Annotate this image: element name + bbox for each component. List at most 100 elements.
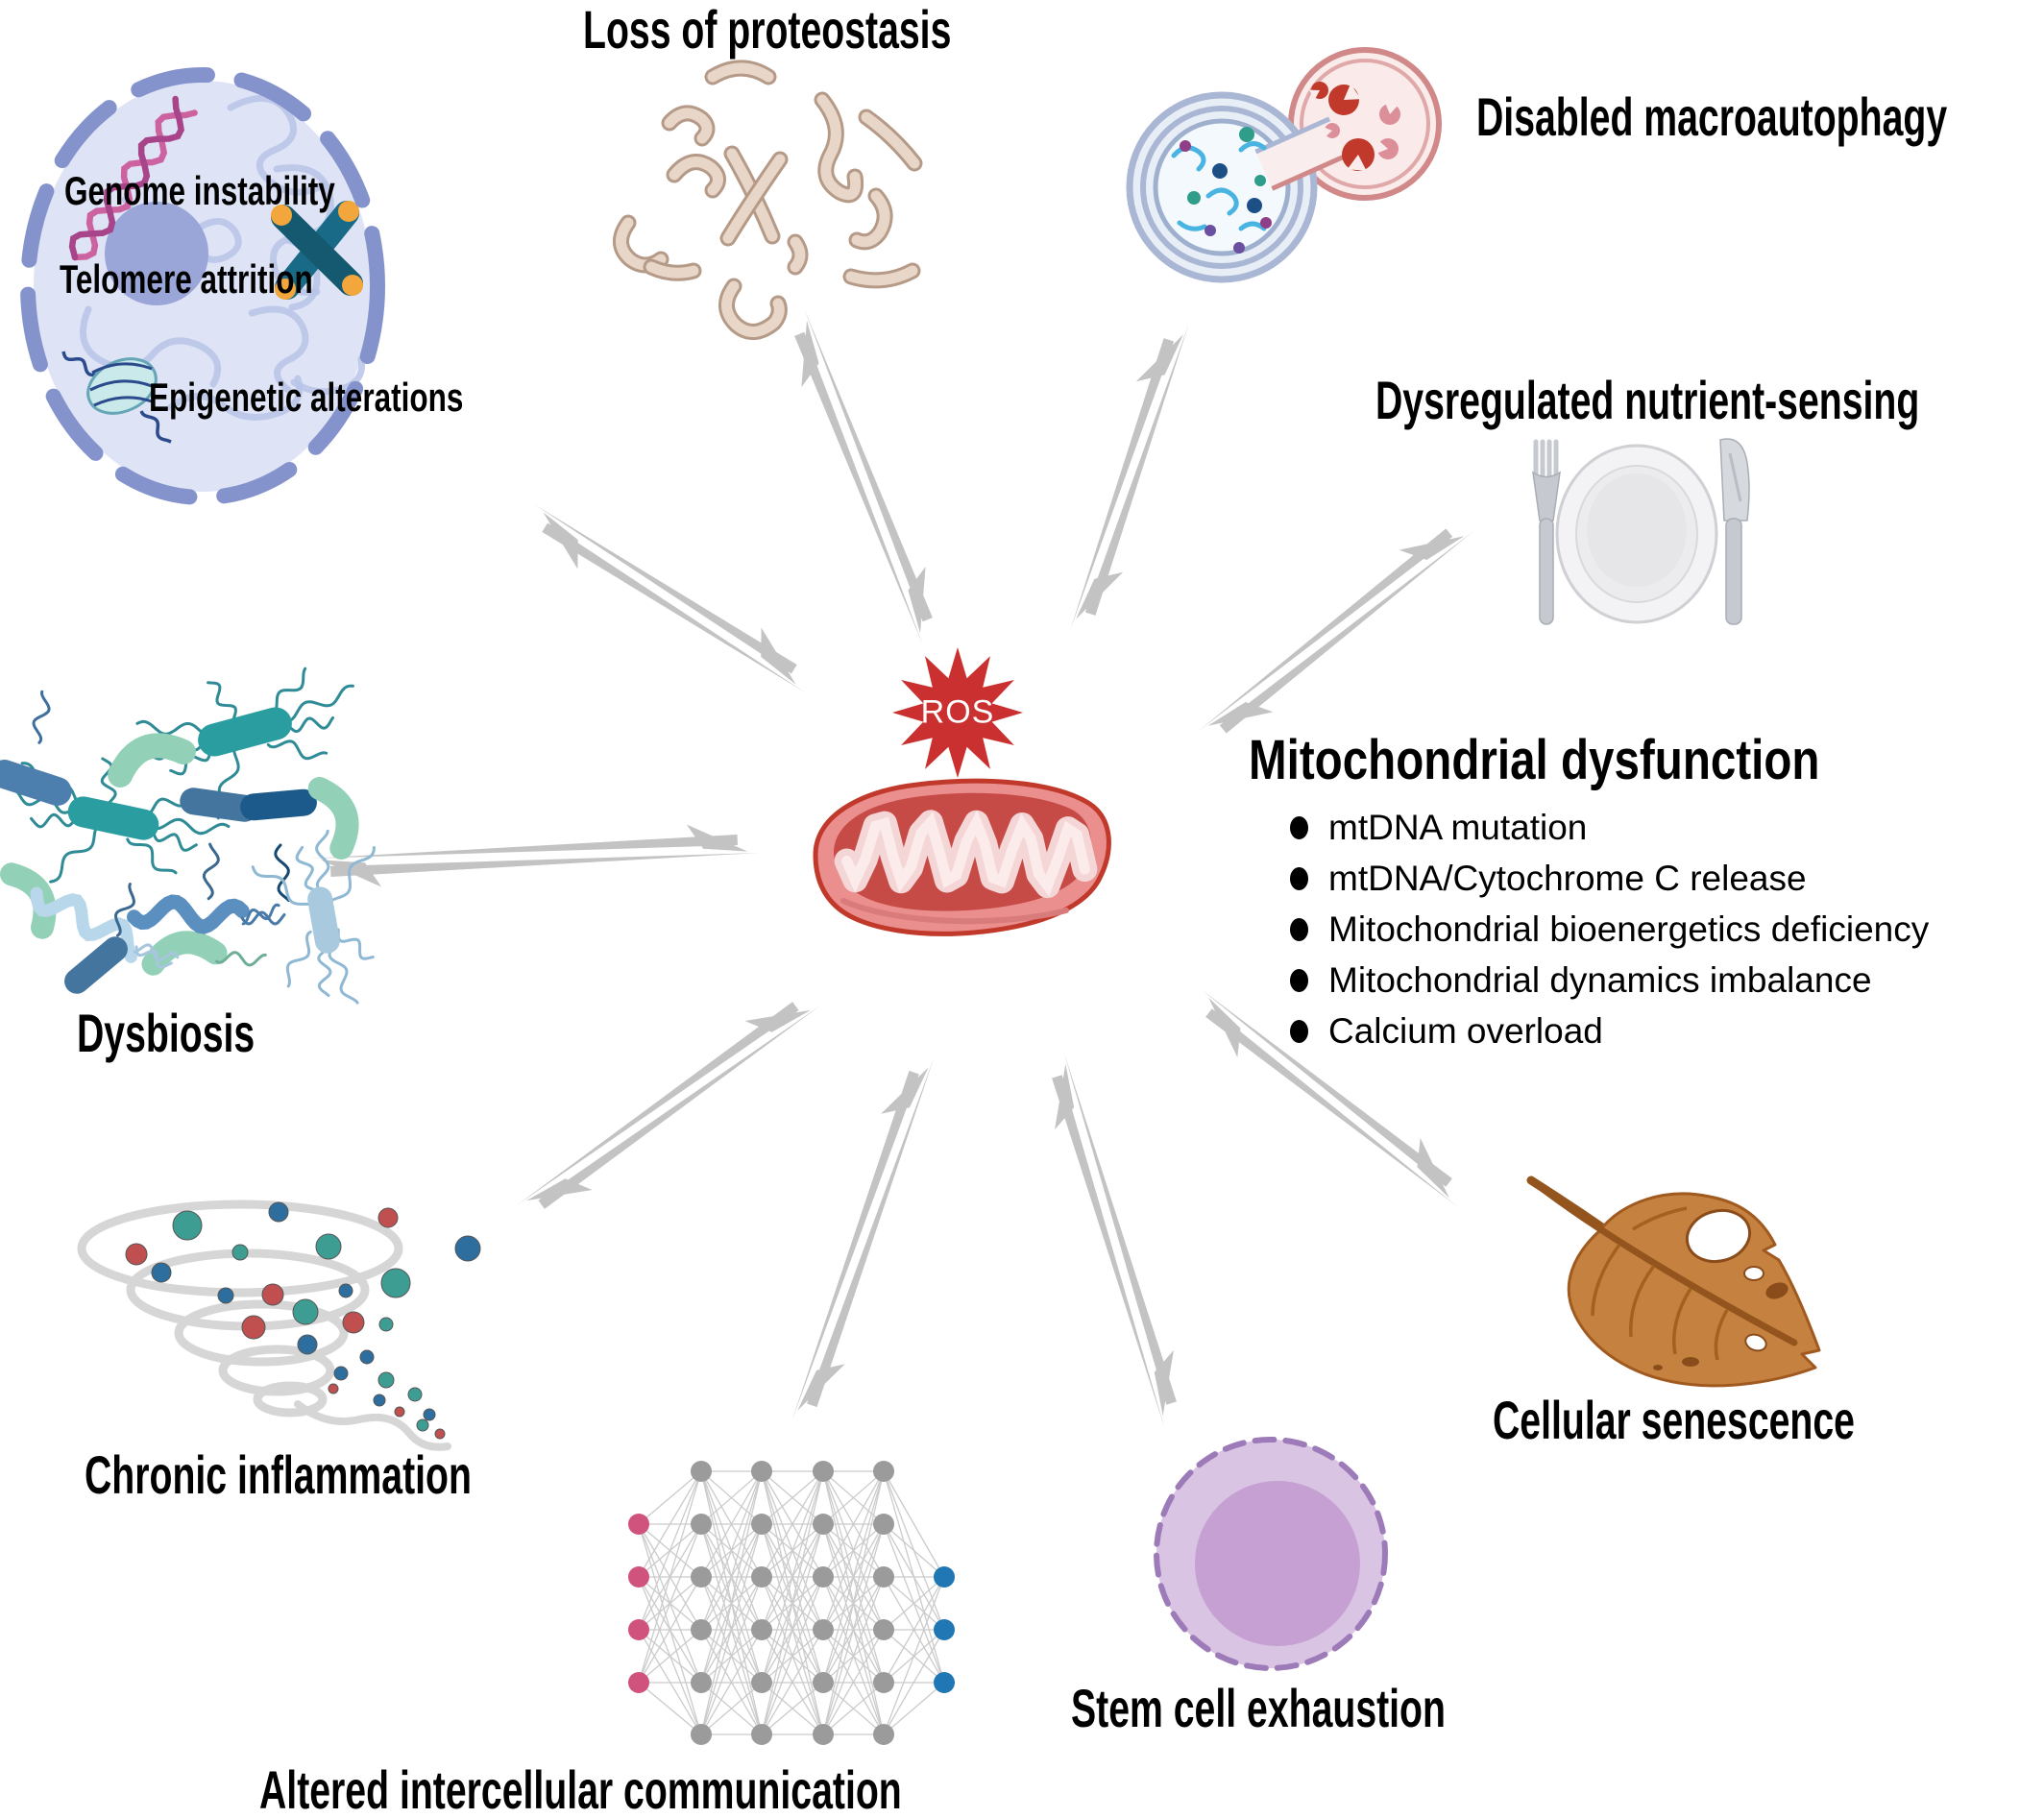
network-edge [822,1470,885,1578]
network-edge [883,1470,945,1578]
bacteria-illustration [0,667,376,1005]
network-node [873,1461,894,1482]
flagellum [251,865,315,907]
network-edge [883,1629,945,1735]
network-node [751,1619,772,1640]
cytokine-dot [359,1349,375,1365]
cytokine-dot [328,1383,339,1394]
nucleolus [105,202,208,305]
network-node [691,1566,712,1588]
cytokine-dot [151,1262,172,1283]
flagellum [315,829,330,890]
network-edge [761,1470,824,1578]
network-edge [700,1470,763,1578]
arrow-shaft [516,1002,799,1206]
flagellum [328,949,359,1005]
label-disabled-macroautophagy: Disabled macroautophagy [1476,86,1948,147]
network-edge [638,1470,702,1578]
cargo-dot [1180,140,1191,152]
network-node [751,1724,772,1745]
flagellum [114,883,136,937]
label-epigenetic-alterations: Epigenetic alterations [149,375,464,420]
network-edge [822,1682,885,1735]
fusion-neck-edge [1254,116,1331,155]
network-edge [700,1629,763,1735]
arrow-shaft [1219,530,1474,734]
nucleosome-dna-tail [61,351,97,377]
enzyme-mouth [1385,102,1399,114]
mito-bottom-shade [840,898,1069,925]
telomere-cap [275,279,296,300]
worm-bacterium [127,894,250,934]
cargo-dot [1247,198,1262,213]
flagellum [100,757,117,804]
network-node [873,1619,894,1640]
cytokine-dot [297,1334,318,1355]
cytokine-dot [172,1210,203,1241]
fork-handle [1539,518,1554,625]
arrow-shaft [308,835,738,859]
protein-body [669,157,723,196]
ros-star [892,647,1023,778]
cytokine-dot [338,1283,353,1298]
misfolded-proteins-illustration [613,60,923,340]
network-node [691,1672,712,1693]
cargo-squiggle [1205,187,1239,216]
flagellum [155,817,231,836]
telomere-cap [271,205,292,226]
cytokine-dot [454,1235,481,1262]
leaf-vein [1591,1243,1621,1317]
autophagosome-lysosome-illustration [1126,47,1442,283]
label-genome-instability: Genome instability [64,168,335,213]
bacterium-curved [108,733,196,788]
dna-strand-2 [68,95,184,261]
flagellum [202,842,220,901]
flagellum [266,739,328,761]
cytokine-dot [377,1207,399,1228]
arrow-shaft [1205,1008,1458,1207]
network-node [934,1566,955,1588]
chromatin-squiggle [167,375,304,421]
network-edge [761,1523,824,1735]
network-node [628,1672,649,1693]
arrow-barb [881,1067,929,1114]
network-node [934,1672,955,1693]
network-node [628,1619,649,1640]
dysfunction-bullet: Mitochondrial dynamics imbalance [1290,955,1929,1006]
network-edge [883,1576,945,1684]
network-edge [822,1470,885,1684]
fork-head [1532,471,1561,524]
network-node [751,1672,772,1693]
nucleus-illustration [20,67,385,505]
spiral-tail [294,1400,451,1451]
arrow-barb [1055,1063,1075,1130]
arrow-shaft [804,309,933,622]
flagellum [295,845,316,892]
network-node [813,1619,834,1640]
cargo-dot [1212,163,1228,179]
enzyme-mouth [1323,127,1332,137]
flagellum [288,684,354,722]
chromatin-squiggle [194,218,242,263]
bacterium-body [64,936,128,994]
protein-body [722,154,786,244]
flagellum [207,681,237,720]
nucleosome-wrap [89,379,153,392]
flagellum [241,903,280,926]
bacterium-body [240,788,317,821]
dysfunction-bullet: Mitochondrial bioenergetics deficiency [1290,904,1929,955]
flagellum [152,831,198,852]
network-node [934,1619,955,1640]
arrow-shaft [1198,528,1453,732]
network-node [813,1514,834,1535]
flagellum [30,812,77,829]
leaf-hole [1743,1266,1764,1281]
cytokine-dot [217,1287,234,1304]
cargo-squiggle [1177,220,1207,231]
dried-leaf-illustration [1526,1176,1821,1388]
network-node [691,1724,712,1745]
telomere-cap [342,275,363,296]
cargo-dot [1187,191,1201,205]
network-edge [700,1576,763,1735]
chromatin-squiggle [79,305,222,388]
